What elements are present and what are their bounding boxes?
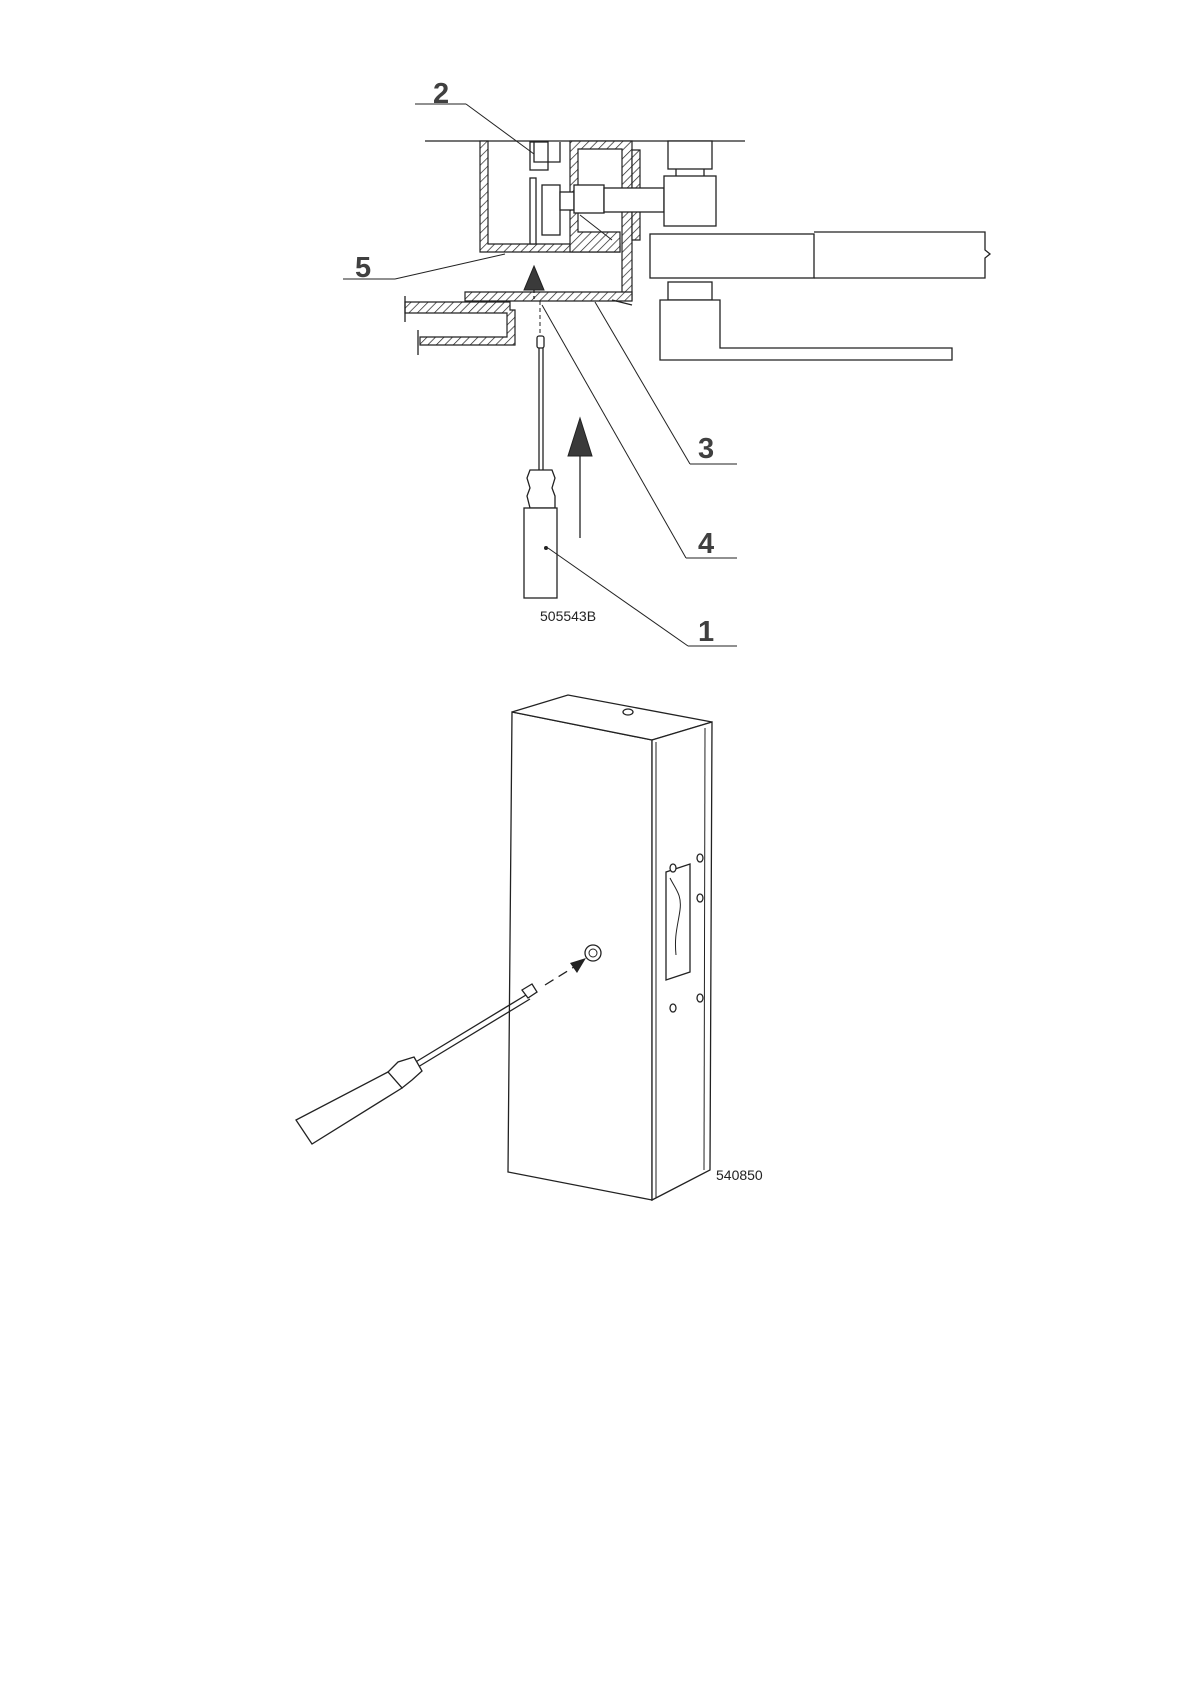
latch-pawl	[530, 178, 536, 244]
bottom-cover-plate	[465, 292, 632, 301]
screwdriver-tip	[537, 336, 544, 348]
cross-section-diagram: 2 5 3 4 1 505543B	[343, 78, 990, 648]
latch-block	[574, 185, 604, 213]
front-screw-hole	[585, 945, 601, 961]
top-screw-hole	[623, 709, 633, 715]
box-front-face	[508, 712, 652, 1200]
screwdriver-bottom-handle	[296, 1072, 402, 1144]
hinge-arm	[650, 234, 814, 278]
pivot-cap-top	[668, 141, 712, 169]
lower-pivot-neck	[668, 282, 712, 300]
isometric-box-diagram: 540850	[296, 695, 763, 1200]
housing-right-channel	[570, 141, 632, 300]
side-hole-4	[670, 1004, 676, 1012]
side-hole-2	[697, 854, 703, 862]
latch-hook	[530, 142, 548, 170]
callout-4: 4	[698, 528, 714, 560]
lower-hinge-bracket	[660, 300, 952, 360]
callout-5: 5	[355, 252, 371, 284]
screwdriver-handle-top	[527, 470, 555, 508]
latch-pin	[560, 192, 574, 210]
hinge-arm-extension	[814, 232, 990, 278]
leader-1	[548, 548, 688, 646]
pivot-housing	[664, 176, 716, 226]
adjoining-panel	[405, 302, 515, 345]
callout-2: 2	[433, 78, 449, 110]
callout-1: 1	[698, 616, 714, 648]
screwdriver-handle	[524, 508, 557, 598]
insertion-direction-arrow	[568, 418, 592, 538]
screwdriver-top	[524, 336, 557, 598]
side-hole-1	[670, 864, 676, 872]
side-hole-3	[697, 894, 703, 902]
shaft-connector	[604, 188, 664, 212]
figure-code-bottom: 540850	[716, 1167, 763, 1183]
callout-3: 3	[698, 433, 714, 465]
figure-code-top: 505543B	[540, 608, 596, 624]
inner-push-arrow	[524, 266, 544, 290]
latch-gear	[542, 185, 560, 235]
screwdriver-bottom	[296, 984, 537, 1144]
side-hole-5	[697, 994, 703, 1002]
